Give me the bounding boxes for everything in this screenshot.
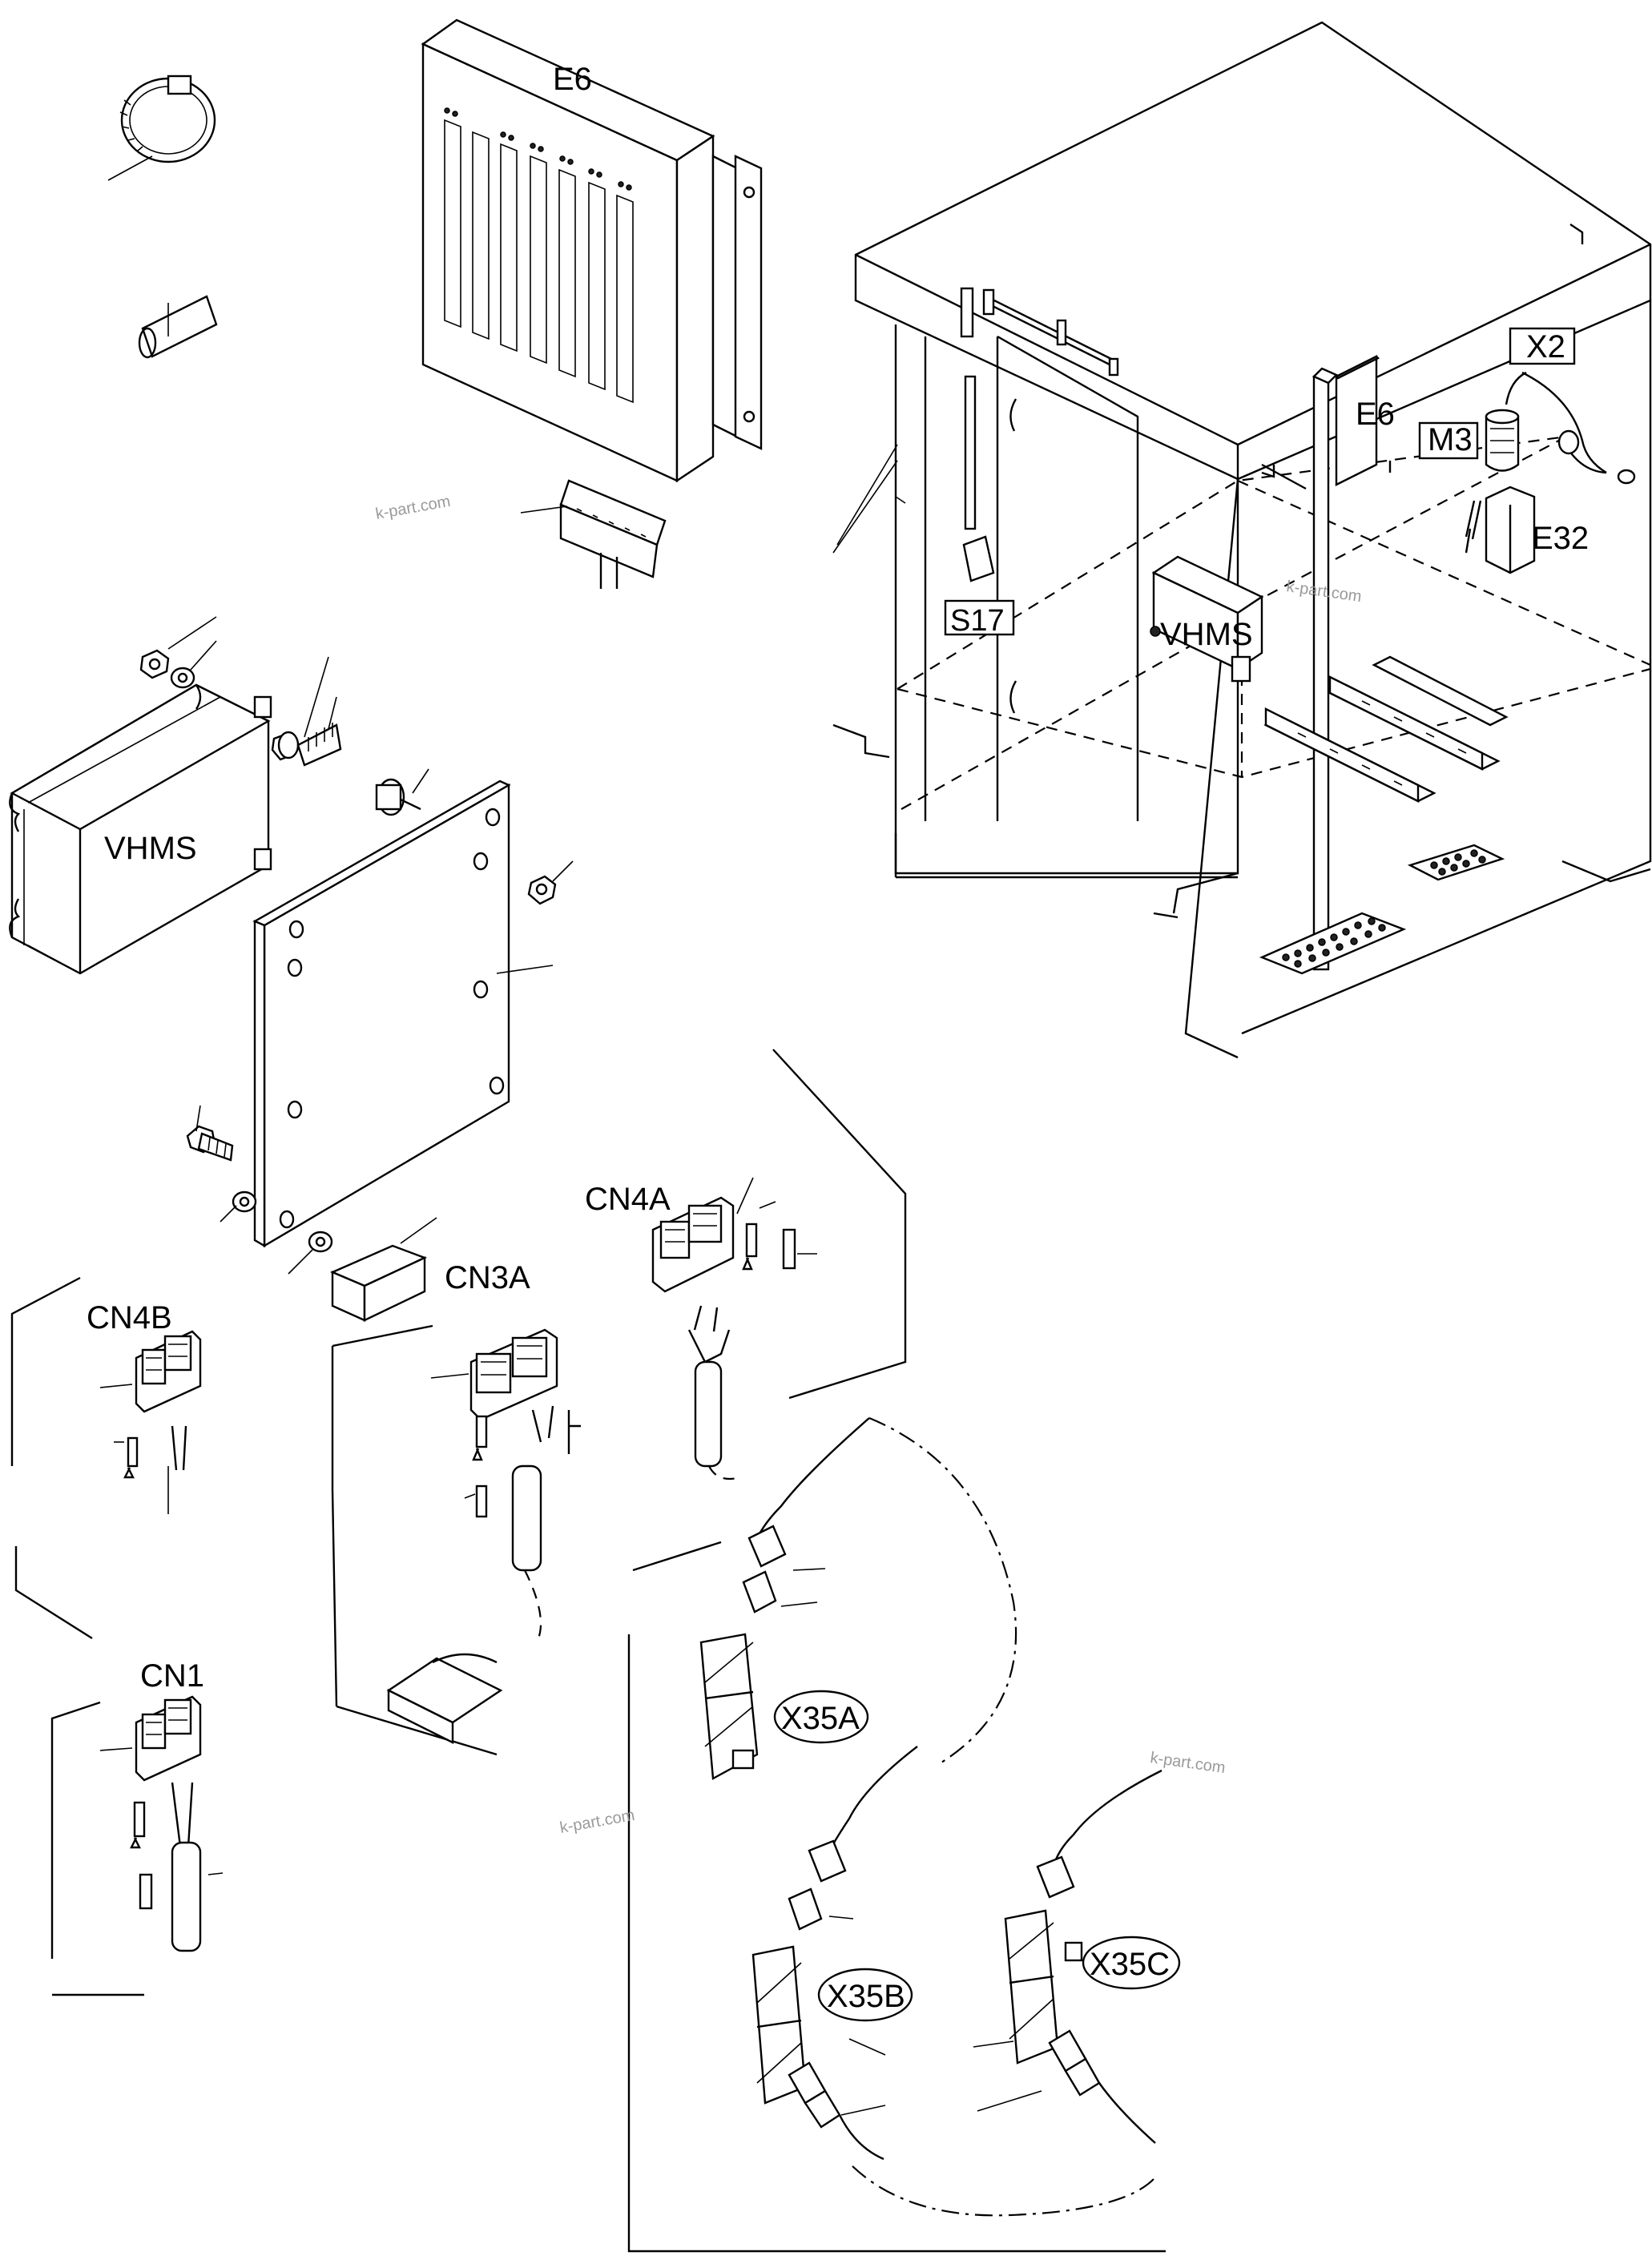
cn4a-label: CN4A — [585, 1182, 671, 1217]
cabin-structure — [832, 21, 1652, 1059]
plate-fasteners — [186, 860, 574, 1275]
x35a-connector: X35A — [699, 1417, 870, 1780]
watermark-4: k-part.com — [1149, 1749, 1227, 1777]
cn4a-connector: CN4A — [585, 1177, 817, 1480]
cn1-connector: CN1 — [99, 1658, 224, 1952]
floor-plate-small — [1407, 844, 1505, 881]
cn4b-label: CN4B — [87, 1300, 172, 1335]
cn1-label: CN1 — [140, 1658, 204, 1694]
x35c-connector: X35C — [973, 1769, 1181, 2144]
vhms-unit-label: VHMS — [104, 831, 197, 866]
vhms-cabin-label: VHMS — [1160, 617, 1253, 652]
x35b-label: X35B — [827, 1979, 905, 2014]
x35c-label: X35C — [1090, 1947, 1170, 1982]
e6-slots — [444, 119, 634, 404]
cable-trays — [1263, 655, 1509, 803]
m3-label: M3 — [1428, 422, 1473, 457]
x2-connector: X2 — [1509, 327, 1636, 485]
cable-tie — [107, 75, 216, 181]
watermark-3: k-part.com — [558, 1807, 636, 1837]
mounting-plate — [252, 780, 554, 1248]
e6-controller-unit: E6 — [421, 18, 763, 483]
floor-plate-large — [1259, 912, 1407, 975]
x2-label: X2 — [1526, 329, 1565, 365]
cable-route-2 — [848, 2162, 1154, 2217]
e6-cabin-label: E6 — [1356, 397, 1395, 432]
s17-label: S17 — [950, 604, 1005, 638]
protective-tube — [138, 295, 218, 359]
m3-component: M3 — [1418, 371, 1527, 472]
hooks — [1009, 398, 1017, 714]
cn3a-connector: CN3A — [386, 1260, 581, 1744]
e32-component: E32 — [1465, 485, 1589, 574]
cn3a-label: CN3A — [445, 1260, 530, 1295]
grouping-lines — [10, 1049, 1166, 2253]
spacer-block — [329, 1217, 437, 1322]
cn4b-connector: CN4B — [87, 1300, 202, 1514]
s17-switch: S17 — [944, 535, 1015, 638]
e6-unit-label: E6 — [553, 62, 592, 97]
x35b-connector: X35B — [751, 1746, 918, 2161]
vhms-unit: VHMS — [9, 683, 272, 975]
cable-route-1 — [868, 1416, 1017, 1763]
cabin-handrail — [960, 287, 1119, 530]
e6-in-cabin: E6 — [1334, 355, 1395, 486]
watermark-1: k-part.com — [374, 493, 452, 523]
e32-label: E32 — [1532, 521, 1589, 556]
x35a-label: X35A — [781, 1701, 860, 1736]
vhms-fasteners — [139, 616, 429, 816]
vhms-in-cabin: VHMS — [1150, 555, 1264, 683]
e6-plug-connector — [520, 479, 667, 589]
